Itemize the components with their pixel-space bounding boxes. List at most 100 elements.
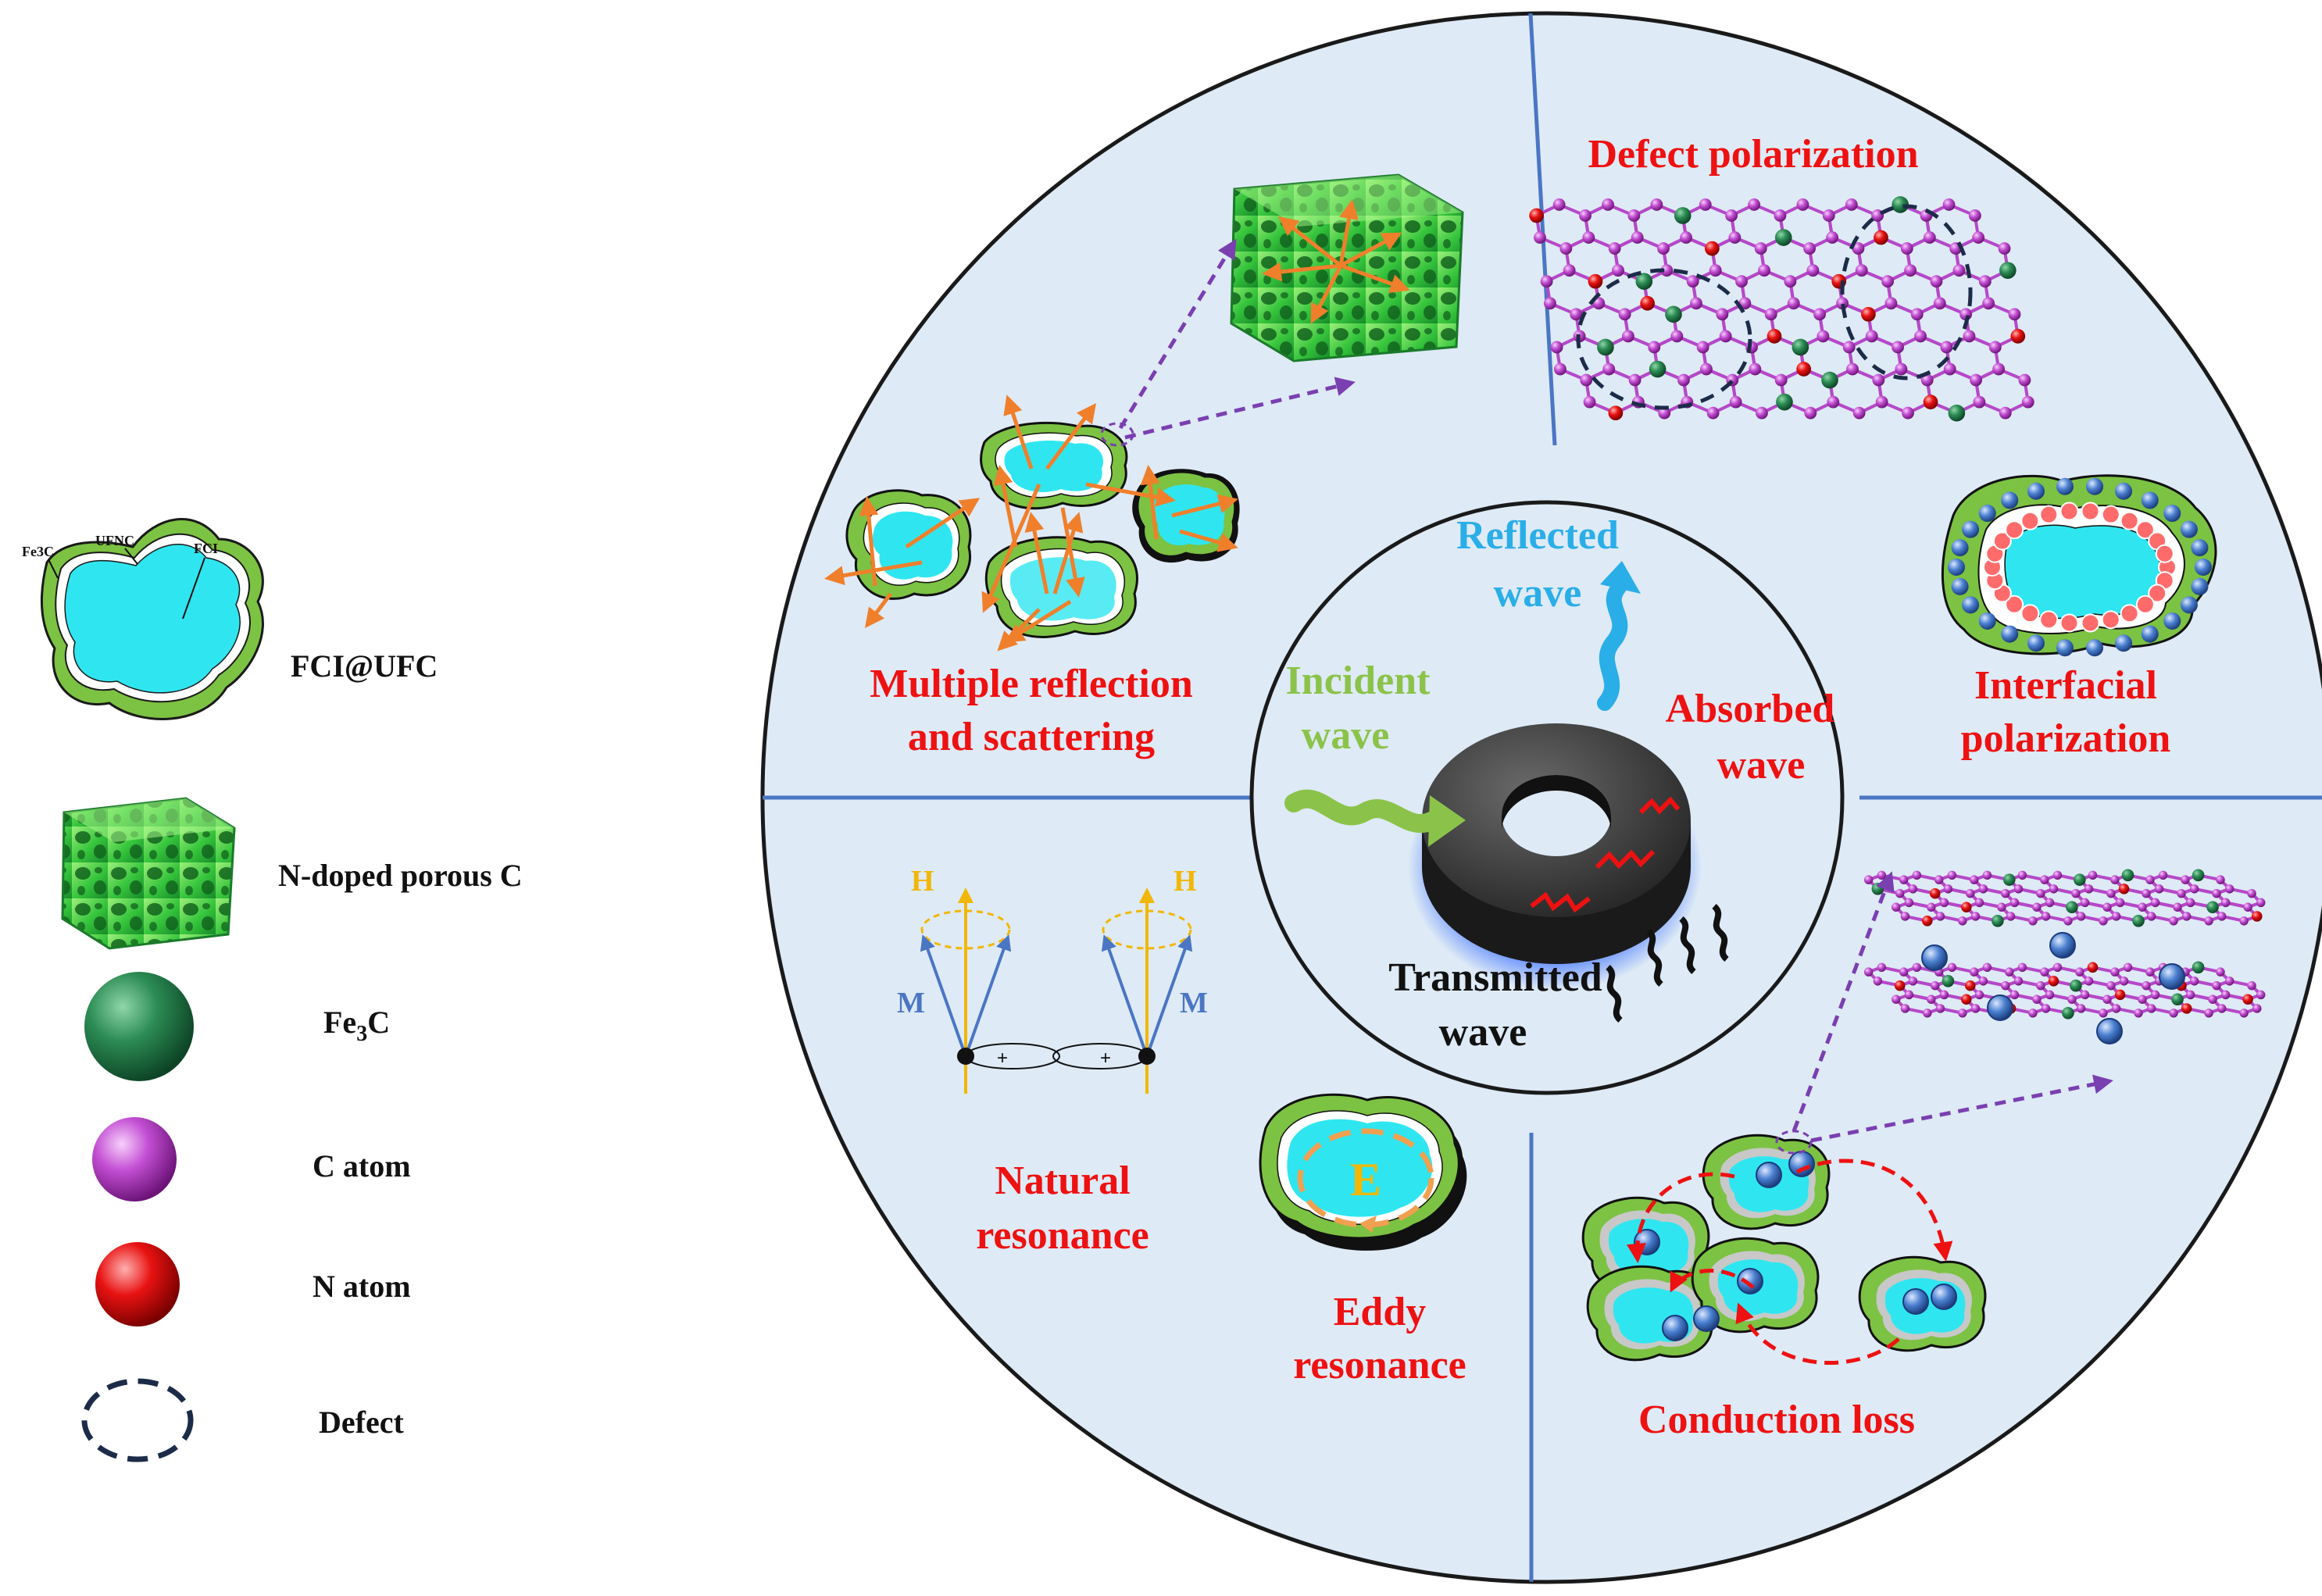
defect-polarization-quadrant: Defect polarization: [1529, 132, 2034, 422]
c-atom: [1930, 275, 1943, 288]
c-atom: [1970, 1004, 1981, 1013]
c-atom: [2145, 875, 2155, 884]
c-atom: [1982, 962, 1992, 973]
transmitted-wave-label-1: Transmitted: [1388, 955, 1602, 1000]
electron: [1756, 1162, 1782, 1188]
c-atom: [2028, 916, 2038, 926]
c-atom: [2102, 994, 2112, 1004]
c-atom: [1855, 264, 1868, 277]
c-atom: [1892, 902, 1901, 912]
c-atom: [2146, 912, 2156, 921]
c-atom: [2224, 884, 2234, 894]
n-atom: [1705, 241, 1720, 256]
fe3c-sphere: [84, 972, 194, 1081]
n-atom-label: N atom: [313, 1269, 411, 1304]
c-atom: [1650, 198, 1663, 211]
c-atom: [2099, 1009, 2108, 1018]
negative-charge: [2027, 634, 2045, 652]
n-atom: [1529, 208, 1545, 223]
c-atom: [1974, 898, 1984, 908]
n-atom: [2114, 989, 2126, 1001]
negative-charge: [2001, 491, 2019, 509]
c-atom: [1900, 242, 1913, 255]
c-atom: [1764, 308, 1777, 321]
c-atom: [1540, 275, 1553, 288]
c-atom: [1583, 395, 1596, 409]
incident-wave-head: [1428, 795, 1466, 847]
c-atom: [1947, 870, 1957, 880]
c-atom: [1912, 870, 1922, 880]
c-atom: [1970, 967, 1979, 977]
positive-charge: [2059, 502, 2079, 521]
c-atom: [1998, 242, 2011, 255]
c-atom: [1923, 1009, 1932, 1018]
c-atom: [2045, 990, 2055, 1000]
c-atom: [2224, 977, 2234, 986]
absorbed-zigzag: [1638, 796, 1681, 815]
lattice-atoms: [1863, 961, 2266, 1019]
transmitted-wave-line: [1679, 916, 1696, 975]
c-atom: [2111, 1004, 2121, 1013]
electron: [1902, 1288, 1929, 1315]
natural-resonance-label-2: resonance: [976, 1213, 1148, 1258]
positive-charge: [2059, 613, 2079, 633]
negative-charge: [1978, 612, 1996, 630]
c-atom: [1579, 209, 1591, 222]
conduction-loss-label: Conduction loss: [1638, 1398, 1915, 1442]
c-atom: [2013, 884, 2024, 894]
c-atom: [2001, 888, 2010, 898]
c-atom: [1803, 242, 1817, 255]
particle: [980, 421, 1128, 510]
defect-marker: [1576, 268, 1752, 410]
leader-line: [48, 559, 59, 579]
c-atom: [1978, 977, 1988, 986]
m-vector-arrow: [920, 934, 967, 1057]
fe3c-particle: [2171, 993, 2184, 1006]
c-atom: [1677, 373, 1690, 387]
c-atom: [1602, 362, 1616, 376]
n-atom: [1961, 994, 1972, 1005]
particle: [984, 536, 1138, 638]
c-atom: [1904, 990, 1914, 1000]
reflected-wave-arrow: [1597, 580, 1628, 711]
m-vector-arrow: [964, 934, 1012, 1057]
c-atom: [1608, 242, 1621, 255]
c-atom: [1978, 884, 1988, 894]
incident-wave-label-2: wave: [1302, 713, 1390, 758]
fe3c-particle: [1999, 262, 2017, 279]
c-atom: [2071, 888, 2081, 898]
plus-sign: +: [997, 1048, 1008, 1069]
negative-charge: [1978, 505, 1996, 523]
fe3c-particle: [2206, 901, 2219, 914]
negative-charge: [1948, 559, 1965, 576]
c-atom: [1774, 209, 1787, 222]
negative-charge: [2086, 639, 2104, 657]
c-atom: [2106, 888, 2116, 898]
c-atom: [2009, 898, 2020, 908]
legend-fe3c: Fe3C: [84, 972, 390, 1081]
c-atom: [1826, 231, 1839, 244]
c-atom: [2009, 990, 2020, 1000]
legend-c-atom: C atom: [92, 1117, 411, 1201]
fe3c-part-label: Fe3C: [22, 544, 54, 559]
positive-charge: [2005, 594, 2024, 614]
dipole-node: [1138, 1048, 1156, 1065]
c-atom: [2181, 875, 2190, 884]
n-atom: [2181, 1003, 2192, 1014]
c-atom: [1612, 264, 1624, 277]
c-atom: [1877, 962, 1887, 973]
c-atom: [1631, 231, 1644, 244]
c-atom: [2052, 962, 2063, 973]
fe3c-particle: [2070, 979, 2082, 992]
c-atom: [1895, 362, 1908, 376]
c-atom: [2189, 977, 2199, 986]
precession-orbit: [1102, 909, 1192, 950]
n-atom: [1861, 306, 1876, 322]
c-atom: [2252, 1004, 2262, 1013]
positive-charge: [2135, 520, 2155, 540]
c-atom: [2076, 1004, 2086, 1013]
c-atom: [2040, 875, 2049, 884]
c-atom: [2049, 884, 2059, 894]
c-atom: [2017, 870, 2027, 880]
c-atom: [1904, 264, 1917, 277]
